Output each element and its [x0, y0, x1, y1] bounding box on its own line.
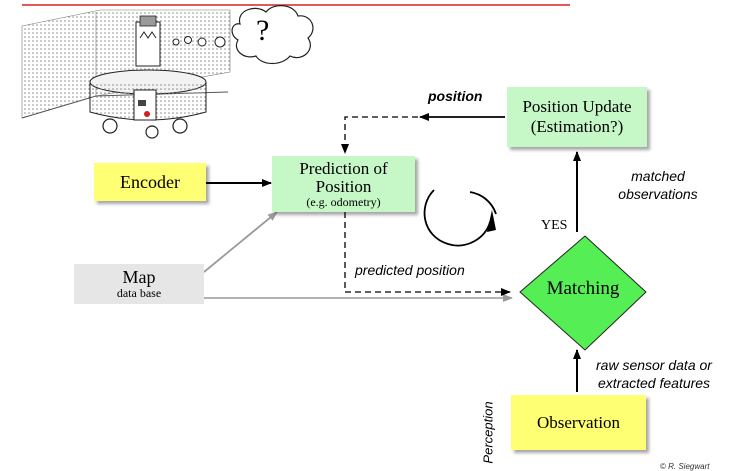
thought-cloud-icon [172, 5, 314, 65]
observation-label: Observation [536, 412, 621, 432]
position-update-box: Position Update (Estimation?) [507, 87, 647, 147]
raw-line1: raw sensor data or [596, 357, 712, 373]
top-rule [22, 4, 570, 6]
encoder-box: Encoder [94, 163, 206, 201]
matching-diamond [519, 235, 647, 351]
copyright-label: © R. Siegwart [660, 462, 710, 471]
predicted-position-label: predicted position [355, 262, 465, 278]
encoder-label: Encoder [120, 171, 180, 192]
position-label: position [428, 88, 483, 104]
position-update-title: Position Update [522, 96, 632, 116]
matching-label: Matching [546, 278, 620, 299]
robot-illustration [21, 9, 231, 139]
position-update-subtitle: (Estimation?) [530, 117, 624, 136]
perception-label: Perception [480, 401, 496, 464]
map-box: Map data base [74, 264, 204, 304]
map-subtitle: data base [116, 286, 162, 301]
prediction-subtitle: Position [315, 176, 372, 196]
observation-box: Observation [511, 395, 646, 450]
raw-sensor-label: raw sensor data or extracted features [596, 356, 712, 392]
matched-observations-label: matched observations [598, 168, 718, 203]
matched-line2: observations [618, 185, 698, 202]
thought-question-mark: ? [256, 14, 270, 47]
cycle-arrow-icon [423, 189, 497, 247]
map-title: Map [122, 266, 156, 287]
prediction-title: Prediction of [299, 158, 388, 178]
prediction-note: (e.g. odometry) [306, 194, 381, 209]
prediction-box: Prediction of Position (e.g. odometry) [272, 156, 415, 212]
raw-line2: extracted features [598, 375, 711, 392]
yes-label: YES [541, 218, 568, 233]
matched-line1: matched [631, 168, 685, 184]
